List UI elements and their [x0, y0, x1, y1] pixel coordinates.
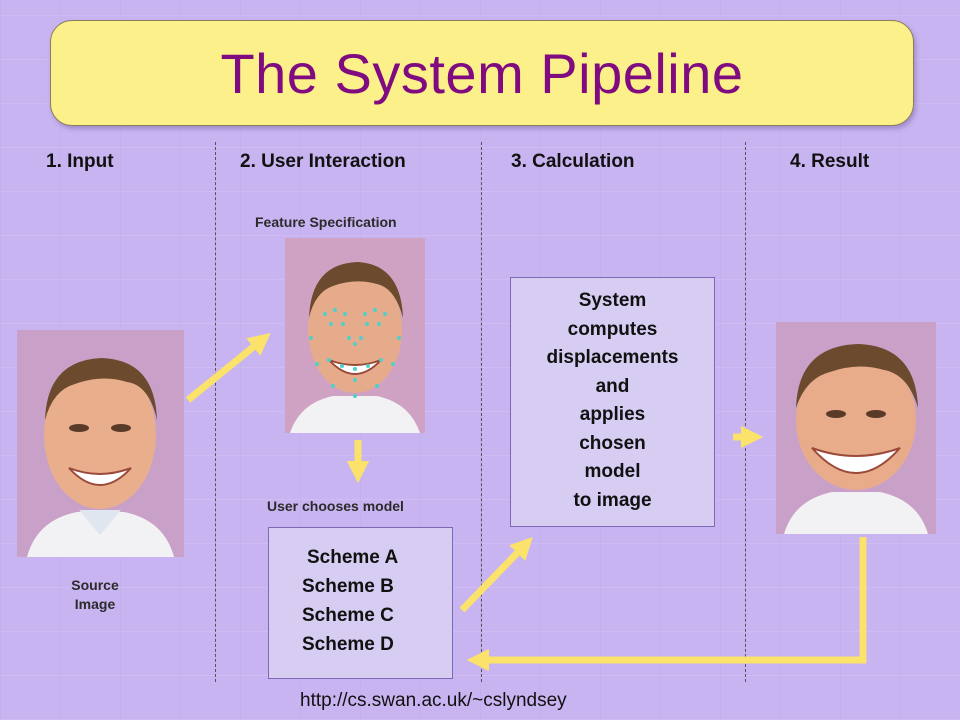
calculation-line: to image — [573, 489, 652, 511]
column-divider — [745, 142, 746, 682]
stage-label-user-interaction: 2. User Interaction — [240, 151, 406, 172]
source-caption-line: Image — [74, 596, 116, 612]
feature-specification-image — [285, 238, 425, 433]
calculation-line: computes — [567, 318, 658, 340]
stage-label-result: 4. Result — [790, 151, 870, 172]
calculation-line: chosen — [579, 432, 646, 454]
column-divider — [215, 142, 216, 682]
scheme-item: Scheme A — [307, 547, 399, 568]
source-image-caption: Source Image — [55, 576, 135, 614]
scheme-list-box: Scheme A Scheme B Scheme C Scheme D — [268, 527, 453, 679]
footer-url[interactable]: http://cs.swan.ac.uk/~cslyndsey — [300, 690, 567, 711]
calculation-line: and — [595, 375, 630, 397]
source-image — [17, 330, 184, 557]
column-divider — [481, 142, 482, 682]
result-image — [776, 322, 936, 534]
page-title: The System Pipeline — [220, 41, 744, 105]
scheme-list: Scheme A Scheme B Scheme C Scheme D — [269, 543, 452, 659]
feature-specification-caption: Feature Specification — [255, 214, 397, 230]
scheme-item: Scheme C — [302, 605, 394, 626]
calculation-line: System — [578, 290, 647, 311]
user-chooses-model-caption: User chooses model — [267, 498, 404, 514]
stage-label-input: 1. Input — [46, 151, 114, 172]
calculation-box: System computes displacements and applie… — [510, 277, 715, 527]
calculation-text: System computes displacements and applie… — [511, 278, 714, 515]
scheme-item: Scheme B — [302, 576, 394, 597]
title-banner: The System Pipeline — [50, 20, 914, 126]
calculation-line: displacements — [546, 347, 679, 368]
scheme-item: Scheme D — [302, 634, 394, 655]
calculation-line: applies — [579, 404, 646, 425]
source-caption-line: Source — [71, 577, 119, 593]
calculation-line: model — [584, 461, 641, 482]
stage-label-calculation: 3. Calculation — [511, 151, 635, 172]
